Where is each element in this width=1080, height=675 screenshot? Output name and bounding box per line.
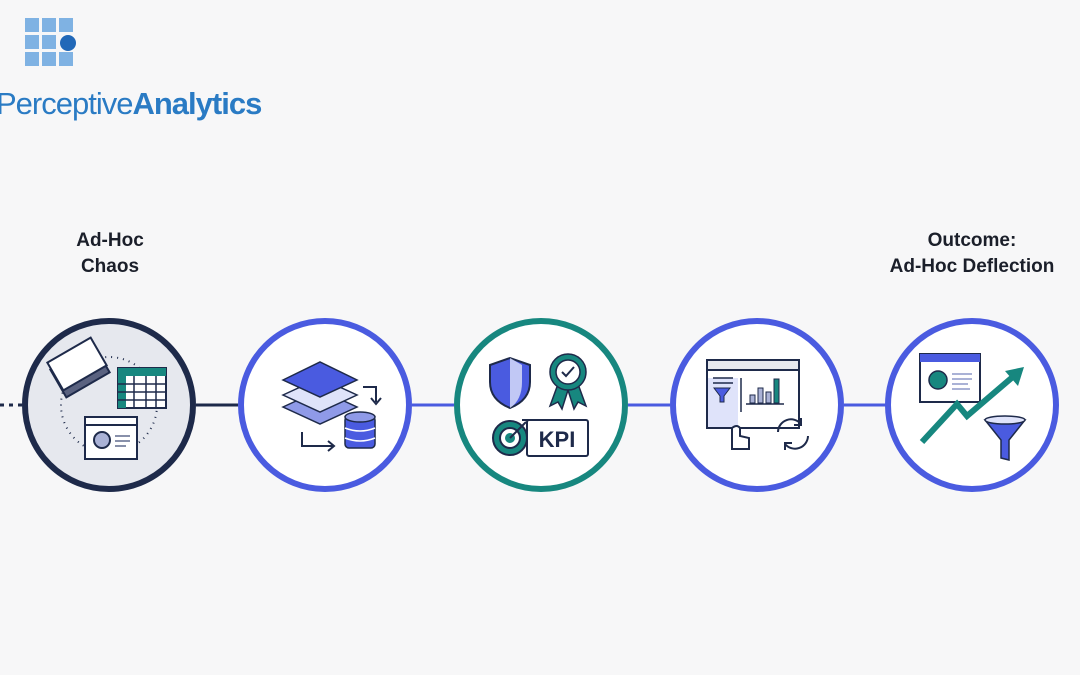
report-window-icon: [919, 353, 981, 403]
bar-chart-icon: [746, 378, 784, 405]
arrow-down-icon: [363, 386, 382, 406]
stage-5-label: Outcome:Ad-Hoc Deflection: [889, 230, 1055, 277]
tickets-icon: [45, 336, 112, 399]
kpi-box: [526, 419, 589, 457]
arrow-right-icon: [301, 432, 336, 452]
stage-1-circle: [22, 318, 196, 492]
database-icon: [344, 411, 376, 449]
stage-3-circle: KPI: [454, 318, 628, 492]
spreadsheet-icon: [117, 367, 167, 409]
dashboard-window-icon: [706, 359, 800, 429]
logo: PerceptiveAnalytics: [0, 18, 262, 121]
target-icon: [492, 419, 529, 456]
stage-2-circle: [238, 318, 412, 492]
stage-4-circle: [670, 318, 844, 492]
award-badge-icon: [548, 353, 588, 411]
dashboard-window-icon: [84, 416, 138, 460]
refresh-icon: [777, 418, 809, 450]
layers-icon: [281, 361, 359, 425]
pointer-hand-icon: [731, 425, 750, 450]
stage-5-circle: [885, 318, 1059, 492]
logo-grid-icon: [25, 18, 76, 66]
kpi-text: KPI: [539, 427, 576, 452]
trend-arrow-icon: [919, 372, 1017, 445]
logo-text: PerceptiveAnalytics: [0, 86, 262, 121]
